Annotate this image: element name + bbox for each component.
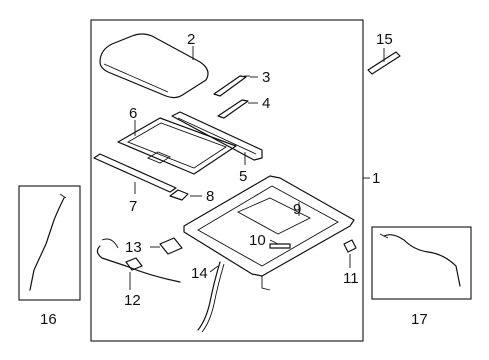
callout-5: 5 bbox=[239, 168, 247, 185]
callout-2: 2 bbox=[187, 31, 195, 48]
deflector-part bbox=[171, 111, 263, 161]
glass-panel-part bbox=[99, 33, 209, 99]
callout-14: 14 bbox=[191, 265, 208, 282]
motor-harness-part bbox=[96, 237, 183, 283]
part-16-frame bbox=[18, 185, 81, 301]
callout-9: 9 bbox=[293, 201, 301, 218]
pad-part-10 bbox=[269, 243, 291, 249]
callout-17: 17 bbox=[411, 311, 428, 328]
clip-part-8 bbox=[169, 189, 189, 201]
callout-11: 11 bbox=[343, 270, 359, 287]
sunroof-frame-part bbox=[183, 175, 355, 291]
callout-1: 1 bbox=[372, 170, 380, 187]
hose-part-17 bbox=[379, 233, 461, 287]
callout-8: 8 bbox=[206, 188, 214, 205]
callout-16: 16 bbox=[40, 311, 57, 328]
main-assembly-frame bbox=[90, 19, 364, 342]
sunshade-part bbox=[117, 117, 237, 175]
leader-lines bbox=[129, 46, 385, 290]
callout-13: 13 bbox=[125, 239, 142, 256]
callout-6: 6 bbox=[129, 105, 137, 122]
seal-strip-part bbox=[93, 153, 177, 193]
weatherstrip-part bbox=[367, 51, 401, 75]
drain-hose-part bbox=[197, 261, 225, 333]
bracket-part-3 bbox=[213, 75, 250, 97]
callout-4: 4 bbox=[262, 95, 270, 112]
callout-3: 3 bbox=[262, 69, 270, 86]
part-17-frame bbox=[371, 226, 472, 300]
callout-12: 12 bbox=[124, 292, 141, 309]
bracket-part-11 bbox=[343, 239, 357, 253]
callout-15: 15 bbox=[376, 31, 393, 48]
callout-10: 10 bbox=[249, 232, 266, 249]
bracket-part-4 bbox=[217, 99, 249, 119]
hose-part-16 bbox=[29, 193, 67, 291]
callout-7: 7 bbox=[129, 198, 137, 215]
